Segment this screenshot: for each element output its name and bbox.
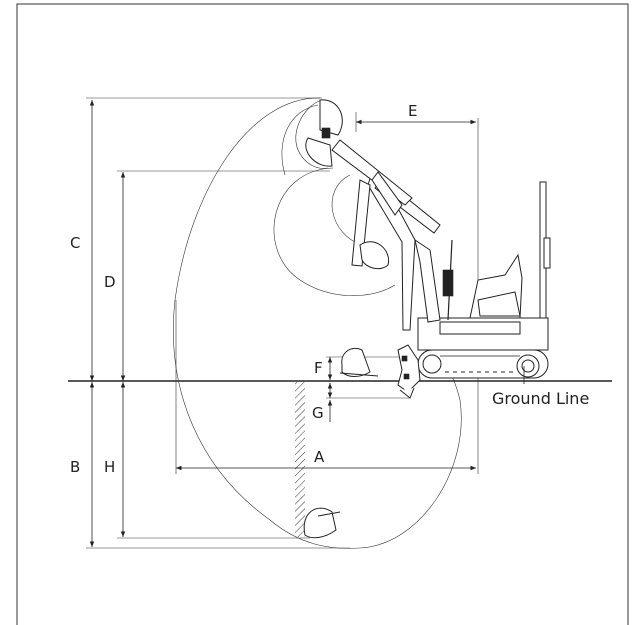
label-f: F: [314, 359, 323, 377]
dozer-blade-icon: [397, 344, 421, 399]
dimension-e: E: [355, 102, 476, 132]
diagram-border: [16, 3, 629, 625]
label-h: H: [104, 458, 115, 476]
dimension-g: G: [312, 383, 410, 422]
ground-line-label: Ground Line: [492, 389, 589, 408]
dimension-h: H: [104, 382, 310, 539]
trench-wall-hatch: [295, 382, 305, 537]
label-d: D: [104, 273, 116, 291]
label-b: B: [70, 458, 80, 476]
dimension-f: F: [314, 356, 405, 380]
label-a: A: [314, 448, 325, 466]
label-e: E: [408, 102, 417, 120]
excavator-icon: [331, 139, 551, 379]
label-g: G: [312, 404, 324, 422]
dimension-d: D: [104, 170, 330, 381]
dimension-b: B: [70, 382, 350, 549]
bucket-icon: [303, 99, 390, 539]
dimension-c: C: [70, 97, 320, 381]
label-c: C: [70, 234, 80, 252]
